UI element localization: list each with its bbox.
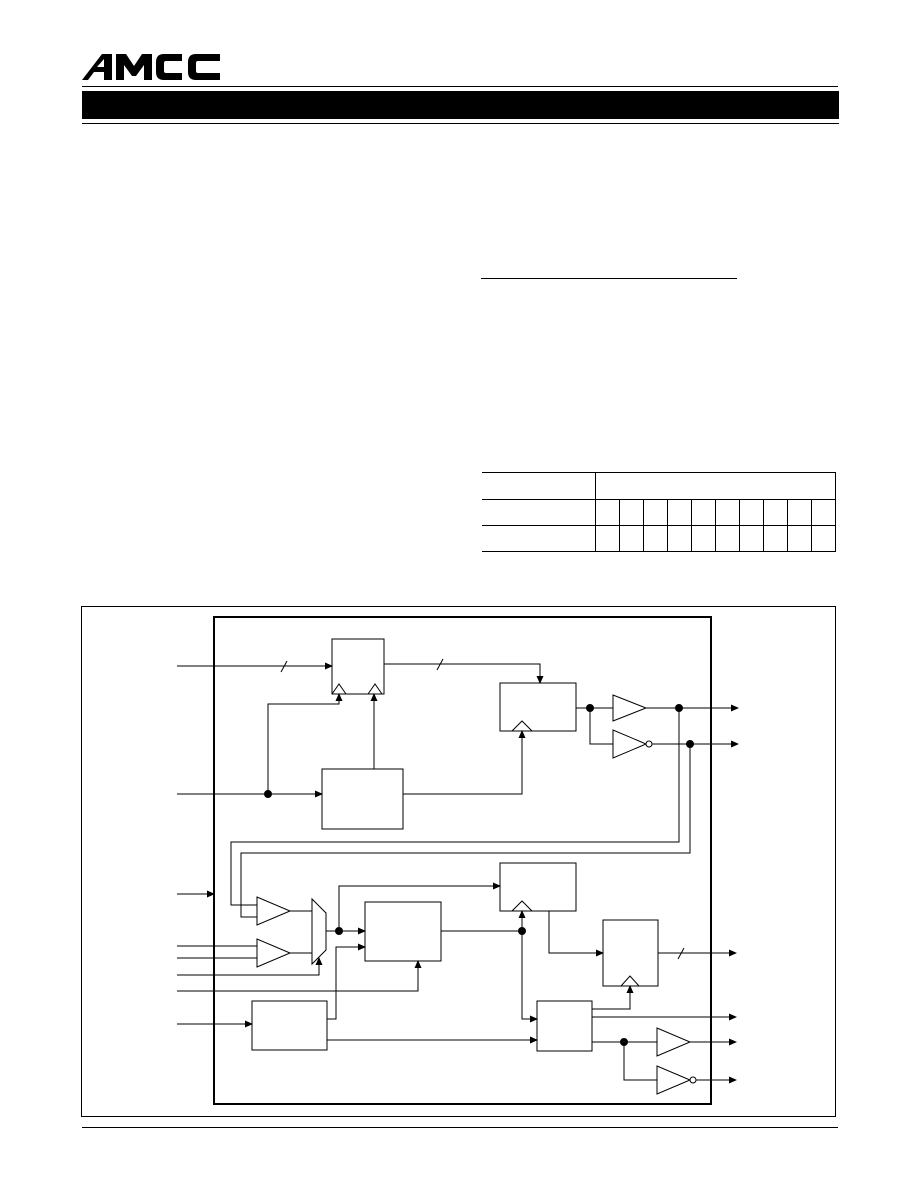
output-inverter [612,729,648,759]
header-rule [82,86,838,87]
bus-slash [677,947,685,960]
clock-edge-marker [331,683,347,695]
retiming-register [499,862,577,912]
signal-line [267,693,343,794]
clock-divider [536,1000,593,1052]
signal-line [338,882,501,931]
pll-block [364,901,442,962]
clock-edge-marker [511,900,533,912]
signal-line [592,985,634,1010]
bus-slash [280,660,288,673]
title-bar [82,91,839,119]
signal-line [403,730,526,795]
block-diagram [177,616,739,1105]
input-mux [311,897,327,966]
clock-edge-marker [620,975,640,987]
signal-line [521,931,538,1023]
signal-line [589,708,613,745]
output-buffer [612,694,648,722]
clock-edge-marker [367,683,383,695]
header-underline [82,123,839,124]
bus-slash [436,658,444,671]
loopback-line [240,744,691,918]
input-buffer [256,938,292,968]
reference-block [251,1000,328,1051]
signal-line [384,663,544,684]
inversion-bubble [645,740,653,748]
signal-line [177,960,422,992]
output-inverter [656,1065,692,1095]
signal-line [623,1042,657,1081]
figure-frame [81,606,836,1117]
clock-edge-marker [511,720,533,732]
amcc-logo [82,54,220,80]
input-buffer [256,896,292,926]
output-register [499,682,577,732]
loopback-line [230,708,680,906]
signal-line [548,911,604,957]
section-heading-rule [481,278,737,279]
divider-block [321,768,404,830]
spec-table [482,472,836,552]
footer-rule [82,1127,838,1128]
signal-line [177,957,323,976]
output-buffer [656,1027,692,1057]
chip-boundary [213,616,712,1105]
signal-line [327,943,366,1020]
inversion-bubble [689,1076,697,1084]
